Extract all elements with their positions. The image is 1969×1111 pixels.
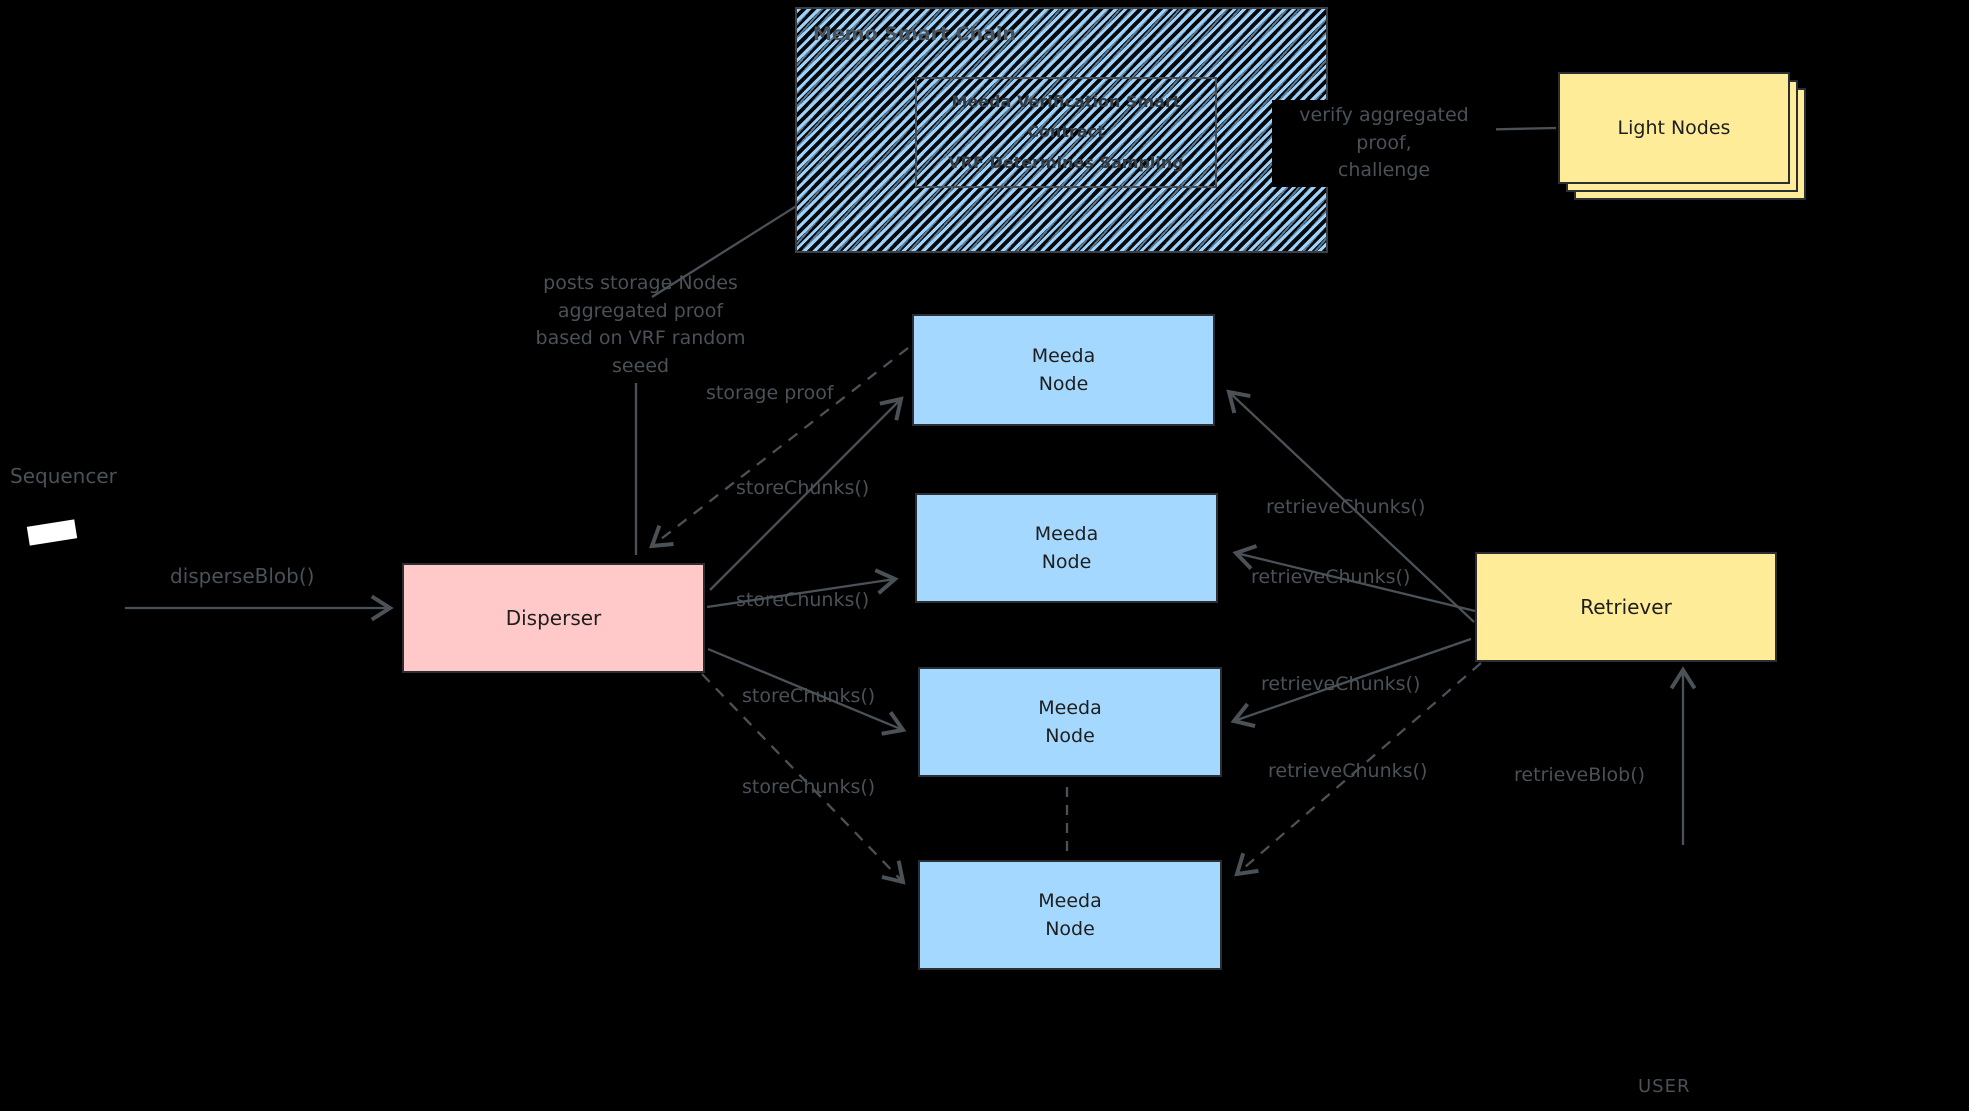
- retrieve-chunks-label-2: retrieveChunks(): [1251, 566, 1411, 588]
- retrieve-chunks-label-3: retrieveChunks(): [1261, 673, 1421, 695]
- arrow-store-chunks-1: [709, 396, 904, 591]
- store-chunks-label-2: storeChunks(): [736, 589, 870, 611]
- arrow-retrieve-chunks-2: [1232, 544, 1476, 613]
- meeda-node-4: Meeda Node: [918, 860, 1222, 970]
- storage-proof-label: storage proof: [706, 382, 834, 404]
- arrow-store-chunks-4: [701, 673, 906, 885]
- user-label: USER: [1638, 1076, 1691, 1097]
- store-chunks-label-3: storeChunks(): [742, 685, 876, 707]
- arrow-retrieve-chunks-3: [1230, 637, 1472, 728]
- store-chunks-label-4: storeChunks(): [742, 776, 876, 798]
- store-chunks-label-1: storeChunks(): [736, 477, 870, 499]
- retriever-box: Retriever: [1475, 552, 1777, 662]
- meeda-node-1: Meeda Node: [912, 314, 1215, 426]
- disperser-box: Disperser: [402, 563, 705, 673]
- meeda-node-2: Meeda Node: [915, 493, 1218, 603]
- arrow-retrieve-chunks-4: [1234, 662, 1482, 877]
- arrow-store-chunks-3: [707, 647, 907, 736]
- retrieve-chunks-label-4: retrieveChunks(): [1268, 760, 1428, 782]
- retrieve-blob-label: retrieveBlob(): [1514, 764, 1646, 786]
- light-nodes-box: Light Nodes: [1558, 72, 1790, 184]
- arrow-store-chunks-2: [706, 568, 899, 609]
- verification-contract-box: Meeda Verification Smart Contract VRF De…: [915, 77, 1217, 188]
- sequencer-label: Sequencer: [10, 464, 117, 488]
- memo-smart-chain-title: Memo Smart Chain: [813, 23, 1016, 45]
- posts-proof-label: posts storage Nodes aggregated proof bas…: [535, 272, 746, 377]
- arrow-storage-proof: [649, 347, 909, 549]
- disperse-blob-label: disperseBlob(): [170, 564, 315, 588]
- retrieve-chunks-label-1: retrieveChunks(): [1266, 496, 1426, 518]
- meeda-node-3: Meeda Node: [918, 667, 1222, 777]
- arrow-retrieve-chunks-1: [1226, 389, 1475, 623]
- verify-proof-label: verify aggregated proof, challenge: [1272, 100, 1496, 187]
